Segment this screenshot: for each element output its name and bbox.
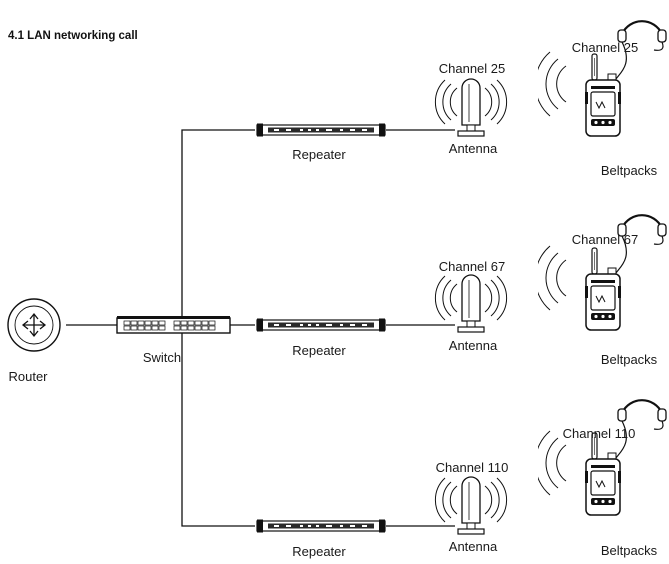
beltpack-2-label: Beltpacks [601,352,658,367]
antenna-3-label: Antenna [449,539,498,554]
branch-1: Repeater Channel 25 Antenna Channel 25 B… [256,20,668,178]
antenna-1-channel: Channel 25 [439,61,506,76]
beltpack-3-icon [538,399,668,517]
router-icon [7,298,61,352]
beltpack-1-label: Beltpacks [601,163,658,178]
network-switch-icon [116,316,231,334]
repeater-2-icon [256,318,386,332]
repeater-3-icon [256,519,386,533]
antenna-2-channel: Channel 67 [439,259,506,274]
repeater-3-label: Repeater [292,544,346,559]
network-wiring [66,129,455,527]
switch-label: Switch [143,350,181,365]
beltpack-3-label: Beltpacks [601,543,658,558]
antenna-2-icon [434,274,508,333]
repeater-1-label: Repeater [292,147,346,162]
section-title: 4.1 LAN networking call [8,30,138,42]
repeater-2-label: Repeater [292,343,346,358]
router-label: Router [8,369,48,384]
switch-repeater-1-link [181,129,255,319]
antenna-2-label: Antenna [449,338,498,353]
antenna-1-label: Antenna [449,141,498,156]
switch: Switch [116,316,231,365]
antenna-1-icon [434,78,508,137]
switch-repeater-3-link [181,333,255,527]
beltpack-2-channel: Channel 67 [572,232,639,247]
repeater-1-icon [256,123,386,137]
beltpack-3-channel: Channel 110 [563,426,636,441]
branch-3: Repeater Channel 110 Antenna Channel 110… [256,399,668,559]
router: Router [7,298,61,384]
beltpack-1-icon [538,20,668,138]
antenna-3-channel: Channel 110 [436,460,509,475]
beltpack-1-channel: Channel 25 [572,40,639,55]
branch-2: Repeater Channel 67 Antenna Channel 67 B… [256,214,668,367]
